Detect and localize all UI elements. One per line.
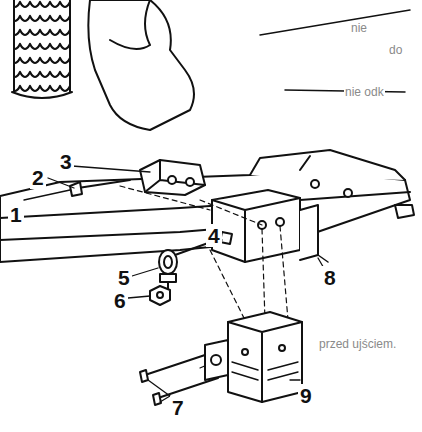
upper-bracket xyxy=(140,160,205,195)
bolt xyxy=(70,180,130,196)
callout-number: 9 xyxy=(298,384,314,407)
callout-number: 5 xyxy=(116,266,132,289)
background-text: nie xyxy=(350,22,368,34)
background-text: przed ujściem. xyxy=(318,338,397,350)
background-text: do xyxy=(388,44,403,56)
leader-lines xyxy=(24,166,325,402)
crossmember xyxy=(0,150,414,262)
callout-number: 3 xyxy=(58,150,74,173)
coil-spring xyxy=(12,0,72,98)
callout-number: 1 xyxy=(8,203,24,226)
background-text: nie odk xyxy=(344,86,385,98)
callout-number: 8 xyxy=(322,266,338,289)
mount-bracket xyxy=(212,190,328,262)
rubber-mount xyxy=(205,312,302,402)
bolt xyxy=(175,232,232,255)
callout-number: 2 xyxy=(30,166,46,189)
nut xyxy=(150,286,170,305)
strut-knuckle xyxy=(88,0,410,130)
callout-number: 7 xyxy=(170,396,186,419)
callout-number: 4 xyxy=(206,224,222,247)
callout-number: 6 xyxy=(112,289,128,312)
